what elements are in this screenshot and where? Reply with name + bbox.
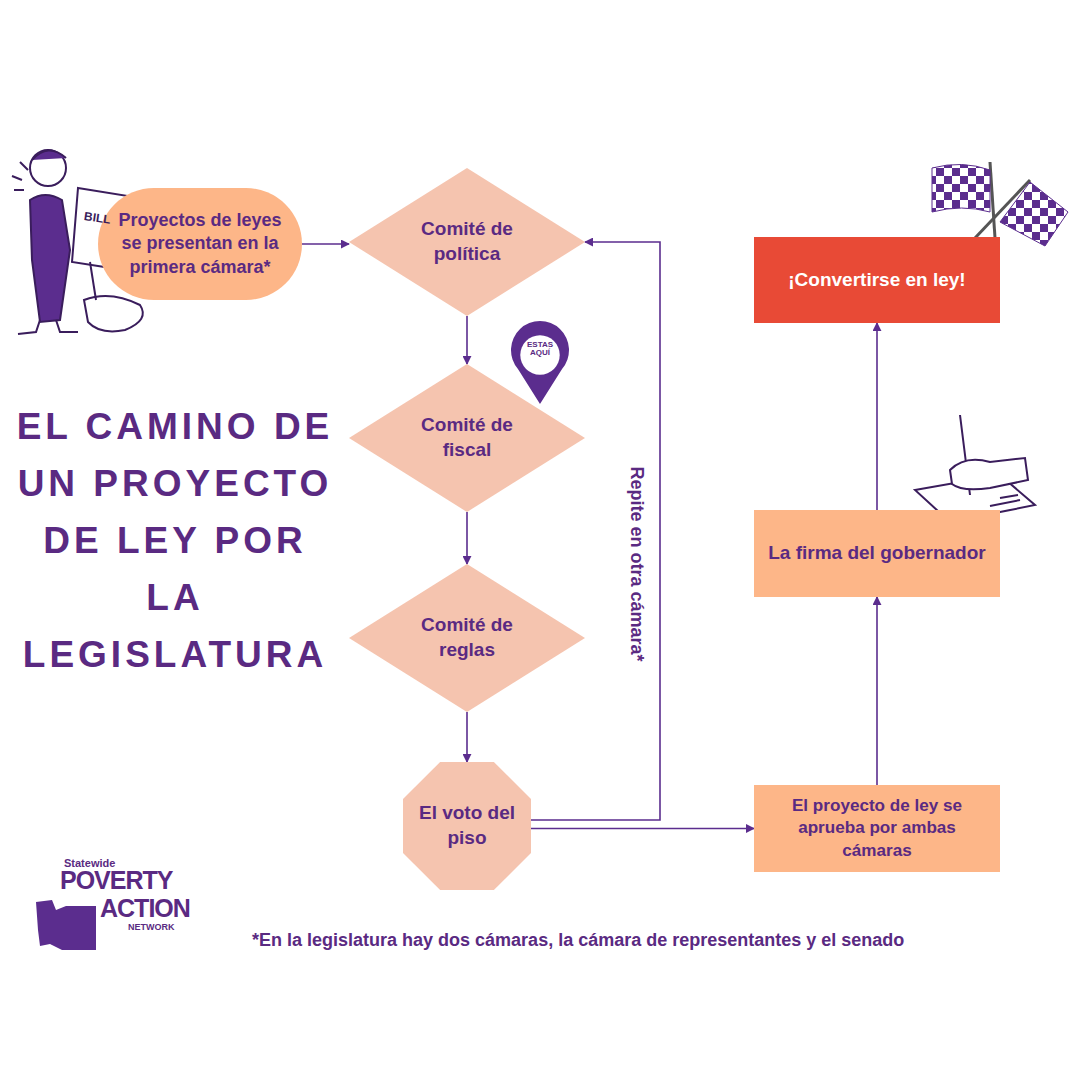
bill-paper-text: BILL — [83, 210, 111, 226]
flow-arrow — [876, 323, 878, 510]
location-pin — [511, 326, 569, 404]
start-pill: Proyectos de leyes se presentan en la pr… — [98, 188, 302, 300]
process-box: El proyecto de ley se aprueba por ambas … — [754, 785, 1000, 872]
decision-diamond — [349, 564, 585, 712]
decision-diamond — [349, 168, 585, 316]
logo-text: NETWORK — [128, 923, 175, 932]
diagram-title: EL CAMINO DE UN PROYECTO DE LEY POR LA L… — [12, 398, 338, 683]
finish-flags — [932, 162, 1068, 246]
decision-diamond: Comité de política — [349, 168, 585, 316]
node-label: Comité de fiscal — [407, 413, 527, 462]
pin-label: ESTAS AQUÍ — [524, 341, 556, 358]
node-label: Comité de reglas — [407, 613, 527, 662]
node-label: El voto del piso — [417, 801, 517, 850]
flow-arrow — [531, 828, 754, 830]
edge-label: Repite en otra cámara* — [628, 466, 646, 661]
node-label: Proyectos de leyes se presentan en la pr… — [107, 209, 293, 279]
node-label: ¡Convertirse en ley! — [788, 268, 965, 293]
decision-diamond: Comité de reglas — [349, 564, 585, 712]
node-label: El proyecto de ley se aprueba por ambas … — [765, 795, 990, 862]
signing-hand — [915, 415, 1035, 522]
octagon-shape — [403, 762, 531, 890]
logo-text: ACTION — [100, 896, 190, 921]
flow-arrow — [466, 512, 468, 564]
flow-arrow — [302, 243, 349, 245]
location-pin-marker: ESTAS AQUÍ — [511, 326, 569, 404]
flow-arrow — [466, 316, 468, 364]
footnote-caption: *En la legislatura hay dos cámaras, la c… — [252, 930, 904, 951]
flow-arrow — [876, 597, 878, 785]
vote-octagon: El voto del piso — [403, 762, 531, 890]
node-label: La firma del gobernador — [768, 541, 985, 566]
process-box: La firma del gobernador — [754, 510, 1000, 597]
flow-arrow — [466, 712, 468, 762]
logo-text: POVERTY — [60, 868, 172, 893]
process-box: ¡Convertirse en ley! — [754, 237, 1000, 323]
logo-state-shape — [36, 900, 96, 950]
node-label: Comité de política — [407, 217, 527, 266]
pin-inner-circle — [520, 335, 559, 374]
